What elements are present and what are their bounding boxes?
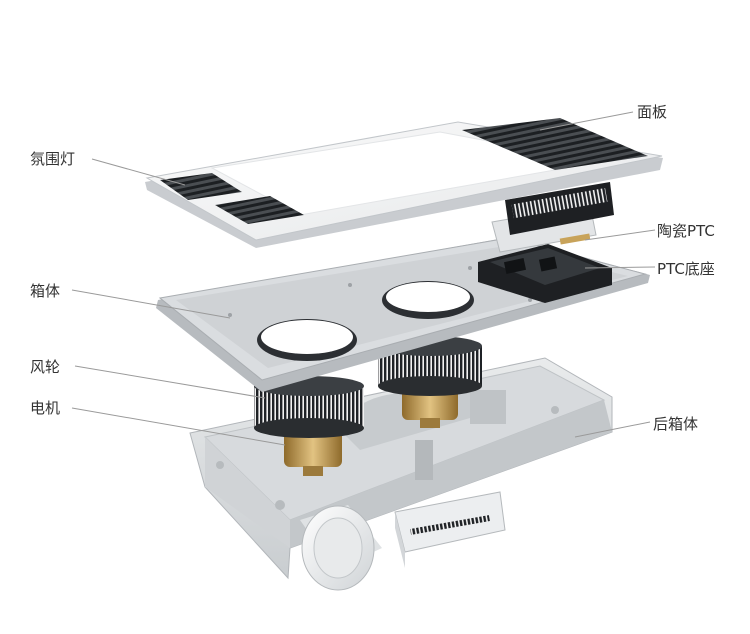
top-panel <box>145 118 663 248</box>
ceramic-ptc <box>491 182 614 253</box>
terminal-bracket <box>394 491 506 568</box>
label-ceramic-ptc: 陶瓷PTC <box>657 222 715 240</box>
label-ambient-light: 氛围灯 <box>30 150 76 168</box>
ptc-base <box>478 244 612 303</box>
label-motor: 电机 <box>30 399 61 417</box>
label-panel: 面板 <box>637 103 668 121</box>
label-rear-housing: 后箱体 <box>653 415 699 433</box>
leader-ambient-light <box>91 158 186 186</box>
label-fan-wheel: 风轮 <box>30 358 61 376</box>
exhaust-pipe <box>300 505 382 591</box>
label-housing: 箱体 <box>30 282 61 300</box>
leader-fan-wheel <box>74 365 266 399</box>
leader-ptc-base <box>584 266 656 269</box>
leader-panel <box>539 111 634 131</box>
leader-lines <box>71 111 656 446</box>
leader-rear-housing <box>574 421 651 438</box>
leader-housing <box>71 289 231 319</box>
leader-ceramic-ptc <box>584 229 656 241</box>
label-ptc-base: PTC底座 <box>657 260 715 278</box>
leader-motor <box>71 407 286 446</box>
